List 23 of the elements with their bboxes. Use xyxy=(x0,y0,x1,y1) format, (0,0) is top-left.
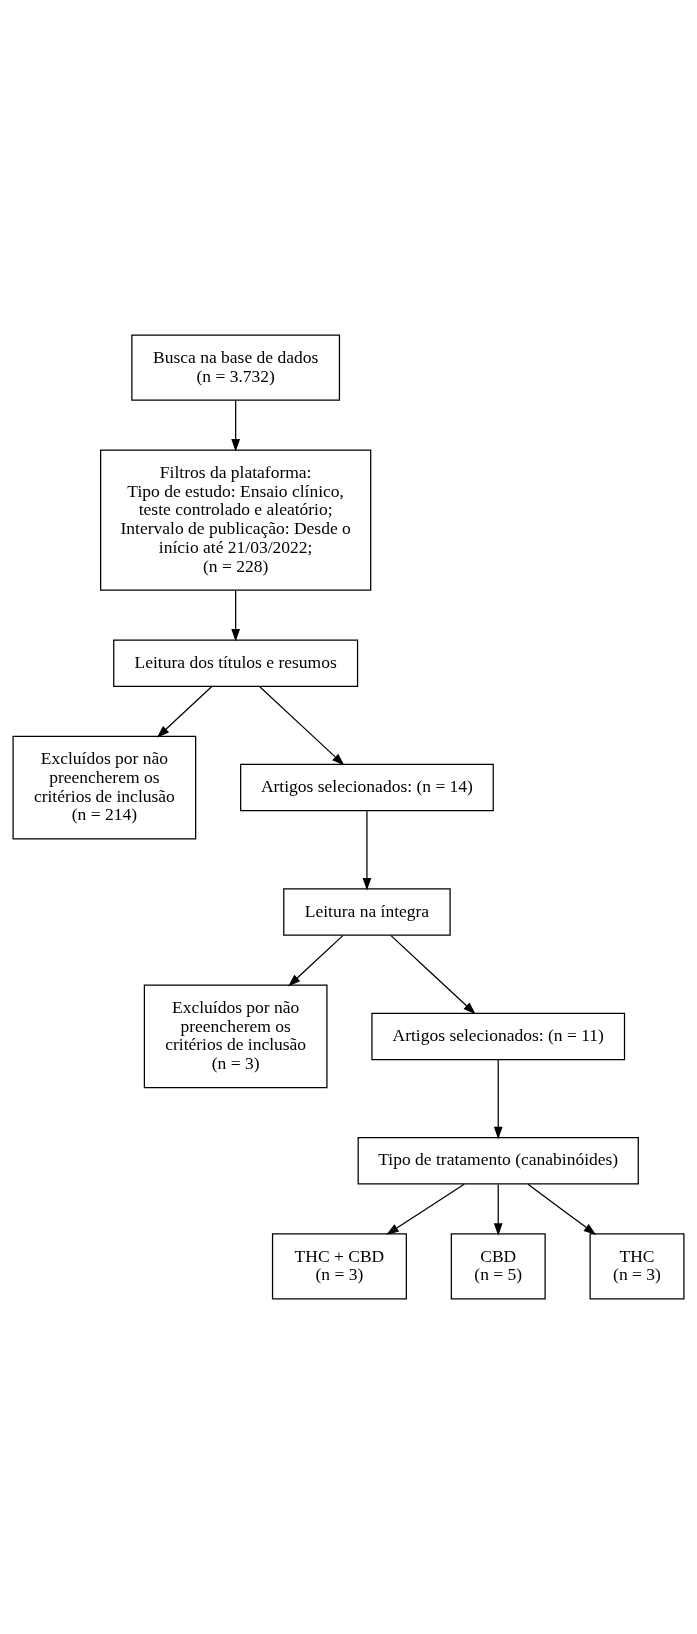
arrow xyxy=(259,686,345,766)
node-box: Tipo de tratamento (canabinóides) xyxy=(357,1137,639,1185)
node-box: Artigos selecionados: (n = 11) xyxy=(371,1012,626,1061)
arrow xyxy=(386,1183,465,1235)
node-box: Excluídos por não preencherem os critérios de inclusão (n = 3) xyxy=(143,984,328,1089)
node-box: Artigos selecionados: (n = 14) xyxy=(240,763,494,812)
arrow xyxy=(527,1183,597,1235)
arrow xyxy=(493,1059,503,1140)
node-box: Excluídos por não preencherem os critérios de inclusão (n = 214) xyxy=(12,735,197,840)
arrow xyxy=(493,1183,503,1236)
arrow xyxy=(231,589,241,642)
node-box: CBD (n = 5) xyxy=(450,1233,546,1300)
node-box: Leitura na íntegra xyxy=(283,888,451,936)
node-box: Busca na base de dados (n = 3.732) xyxy=(131,334,341,401)
node-box: THC + CBD (n = 3) xyxy=(271,1233,407,1300)
arrow xyxy=(362,810,372,891)
node-box: Filtros da plataforma: Tipo de estudo: Ensaio clínico, teste controlado e aleatório; Intervalo de publicação: Desde o início até 21/03/2022; (n = 228) xyxy=(100,449,372,591)
arrow xyxy=(288,935,344,987)
arrow xyxy=(231,399,241,452)
node-box: Leitura dos títulos e resumos xyxy=(113,639,359,687)
arrow xyxy=(390,935,476,1015)
arrow xyxy=(156,686,213,738)
node-box: THC (n = 3) xyxy=(589,1233,685,1300)
